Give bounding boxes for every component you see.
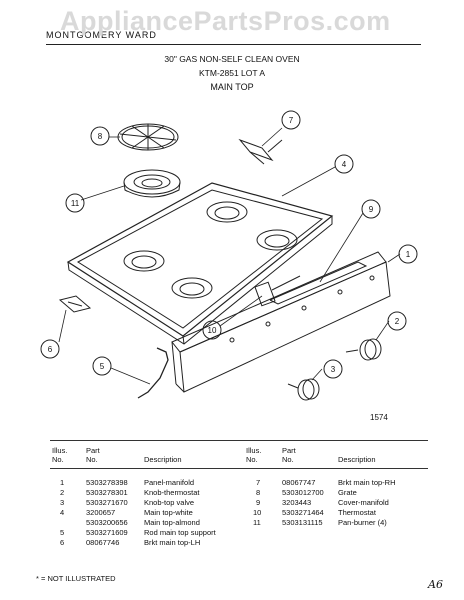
table-cell-desc: Main top-almond	[144, 518, 200, 527]
table-cell-illus: 10	[253, 508, 262, 517]
table-cell-part: 5303131115	[282, 518, 323, 527]
brand-label: MONTGOMERY WARD	[46, 30, 157, 40]
grate	[117, 123, 179, 151]
table-cell-desc: Knob-top valve	[144, 498, 195, 507]
callout-9: 9	[369, 205, 374, 214]
header-description-right: Description	[338, 455, 376, 464]
table-cell-illus: 8	[256, 488, 261, 497]
table-cell-part: 5303271609	[86, 528, 128, 537]
burner-pan	[123, 169, 181, 198]
table-cell-illus: 11	[253, 518, 261, 527]
table-cell-part: 08067746	[86, 538, 120, 547]
table-cell-desc: Thermostat	[338, 508, 376, 517]
bracket-lh	[58, 295, 92, 313]
callout-4: 4	[342, 160, 347, 169]
callout-circles	[40, 110, 418, 379]
table-cell-illus: 2	[60, 488, 65, 497]
callout-2: 2	[395, 317, 400, 326]
title-line-2: KTM-2851 LOT A	[199, 68, 265, 78]
table-cell-desc: Knob-thermostat	[144, 488, 200, 497]
support-rod	[137, 347, 169, 399]
table-cell-illus: 5	[60, 528, 65, 537]
table-cell-desc: Cover-manifold	[338, 498, 389, 507]
callout-8: 8	[98, 132, 103, 141]
callout-5: 5	[100, 362, 105, 371]
manifold-panel	[171, 251, 391, 393]
callout-6: 6	[48, 345, 53, 354]
table-cell-desc: Brkt main top-RH	[338, 478, 396, 487]
table-cell-part: 5303278398	[86, 478, 128, 487]
callout-7: 7	[289, 116, 294, 125]
table-cell-part: 08067747	[282, 478, 316, 487]
table-cell-desc: Grate	[338, 488, 357, 497]
table-cell-part: 5303271670	[86, 498, 128, 507]
callout-3: 3	[331, 365, 336, 374]
table-cell-illus: 6	[60, 538, 65, 547]
watermark: AppliancePartsPros.com	[60, 6, 391, 36]
table-cell-part: 5303012700	[282, 488, 324, 497]
table-cell-part: 5303278301	[86, 488, 128, 497]
table-cell-desc: Brkt main top-LH	[144, 538, 201, 547]
bracket-rh	[238, 138, 283, 165]
table-cell-desc: Pan-burner (4)	[338, 518, 387, 527]
table-cell-illus: 7	[256, 478, 261, 487]
header-part-no-right: Part No.	[282, 446, 296, 464]
header-part-no-left: Part No.	[86, 446, 100, 464]
header-illus-no-right: Illus. No.	[246, 446, 262, 464]
callout-11: 11	[71, 199, 80, 208]
table-cell-illus: 1	[60, 478, 65, 487]
table-cell-part: 5303271464	[282, 508, 324, 517]
table-cell-desc: Panel-manifold	[144, 478, 195, 487]
main-top	[66, 182, 334, 345]
callout-1: 1	[406, 250, 411, 259]
title-line-3: MAIN TOP	[210, 82, 254, 92]
manifold-cover	[254, 261, 368, 307]
table-cell-desc: Main top-white	[144, 508, 193, 517]
callout-10: 10	[208, 326, 217, 335]
header-description-left: Description	[144, 455, 182, 464]
leader-lines	[58, 127, 401, 385]
figure-number: 1574	[370, 413, 388, 422]
table-cell-illus: 9	[256, 498, 261, 507]
top-valve-knob	[287, 378, 320, 401]
header-illus-no-left: Illus. No.	[52, 446, 68, 464]
table-cell-desc: Rod main top support	[144, 528, 216, 537]
header-rule	[46, 44, 421, 45]
table-top-rule	[50, 440, 428, 441]
table-cell-part: 3203443	[282, 498, 312, 507]
table-cell-illus: 3	[60, 498, 65, 507]
corner-mark: A6	[428, 578, 443, 591]
table-cell-part: 3200657	[86, 508, 116, 517]
thermostat-knob	[345, 338, 382, 361]
table-header-rule	[50, 468, 428, 469]
title-line-1: 30" GAS NON-SELF CLEAN OVEN	[164, 54, 300, 64]
footnote: * = NOT ILLUSTRATED	[36, 574, 116, 583]
table-cell-part: 5303200656	[86, 518, 128, 527]
burner-openings	[123, 201, 298, 299]
table-cell-illus: 4	[60, 508, 65, 517]
